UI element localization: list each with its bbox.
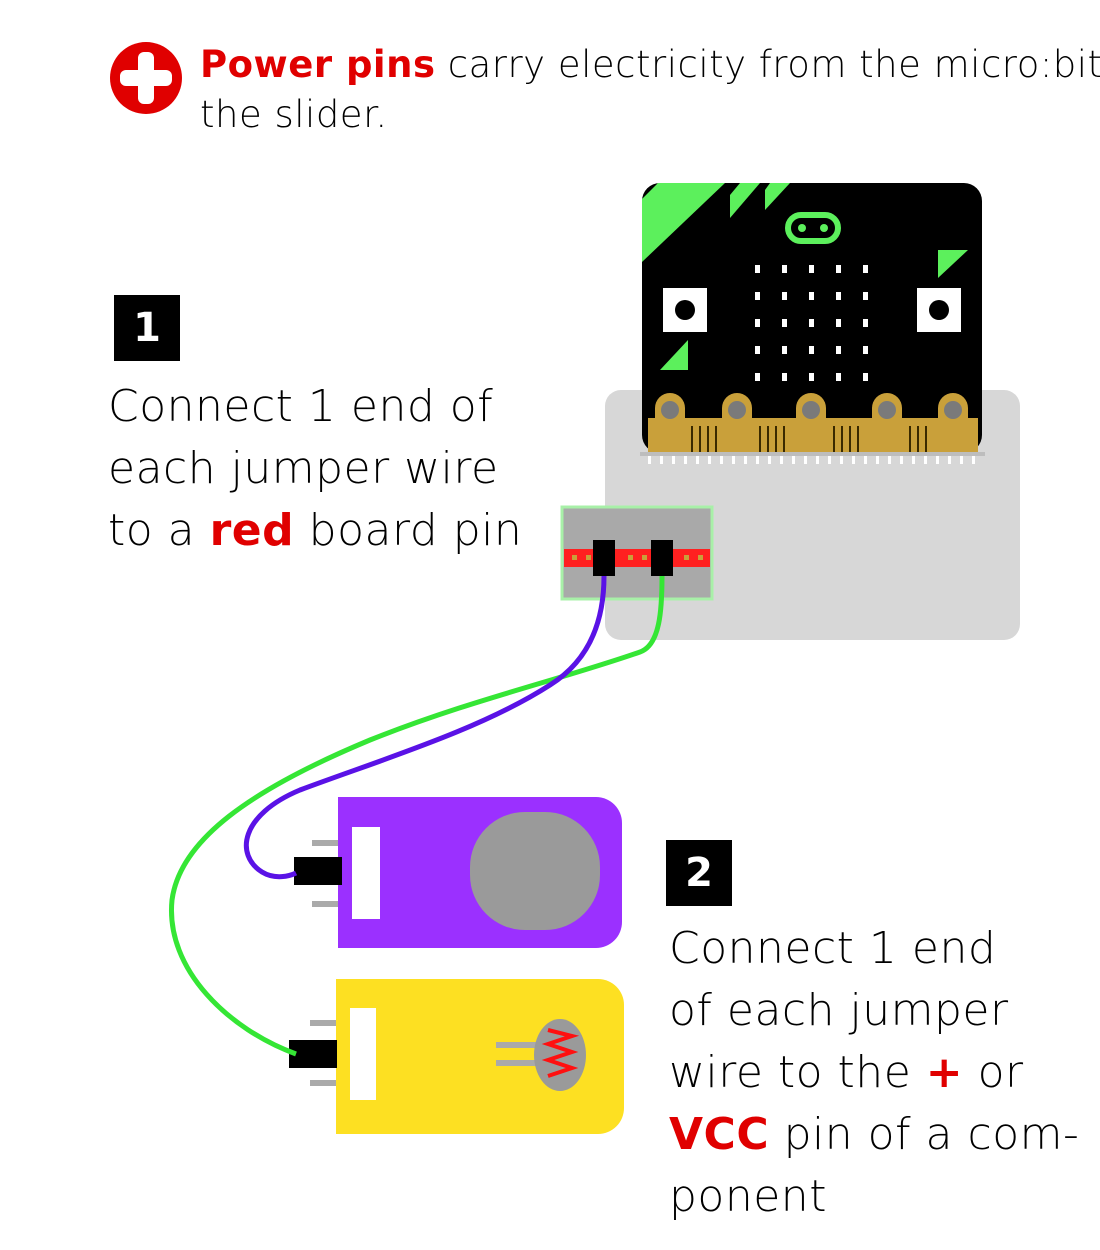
step-2-plus-highlight: + — [925, 1047, 964, 1098]
step-1-red-highlight: red — [209, 505, 295, 556]
microbit-corner-stripe — [642, 183, 725, 262]
slider-knob — [470, 812, 600, 930]
step-2-line3-post: or — [963, 1047, 1024, 1098]
step-1-line3-pre: to a — [108, 505, 210, 556]
step-2-line1: Connect 1 end — [669, 923, 997, 974]
step-2-badge: 2 — [666, 840, 732, 906]
step-2-line2: of each jumper — [669, 985, 1009, 1036]
edge-small-pads — [691, 426, 927, 452]
plus-circle-icon — [110, 42, 182, 114]
microbit — [642, 183, 982, 453]
power-pin-header — [560, 505, 714, 601]
step-1-badge: 1 — [114, 295, 180, 361]
step-2-line3-pre: wire to the — [669, 1047, 926, 1098]
light-sensor-component — [289, 979, 624, 1134]
led-matrix — [755, 265, 868, 381]
power-pins-line2: the slider. — [200, 93, 388, 136]
edge-connector-slot — [640, 452, 985, 464]
step-1-line2: each jumper wire — [108, 443, 499, 494]
jumper-wire-purple — [244, 575, 607, 880]
slider-component — [294, 797, 622, 948]
step-2-instructions: Connect 1 end of each jumper wire to the… — [669, 918, 1079, 1228]
power-pins-text: Power pins carry electricity from the mi… — [200, 40, 1100, 140]
step-2-line4-post: pin of a com- — [769, 1109, 1080, 1160]
button-b — [917, 288, 961, 332]
button-a — [663, 288, 707, 332]
jumper-wire-green — [169, 575, 665, 1057]
jumper-end-green-board — [651, 540, 673, 576]
step-1-line1: Connect 1 end of — [108, 381, 494, 432]
jumper-end-purple-component — [294, 857, 342, 885]
step-2-vcc-highlight: VCC — [669, 1109, 770, 1160]
power-pins-highlight: Power pins — [200, 43, 436, 86]
jumper-end-green-component — [289, 1040, 337, 1068]
step-1-line3-post: board pin — [294, 505, 523, 556]
jumper-end-purple-board — [593, 540, 615, 576]
step-1-instructions: Connect 1 end of each jumper wire to a r… — [108, 376, 522, 562]
microbit-logo — [785, 212, 841, 244]
step-2-line5: ponent — [669, 1171, 827, 1222]
power-pins-line1: carry electricity from the micro:bit to — [435, 43, 1100, 86]
